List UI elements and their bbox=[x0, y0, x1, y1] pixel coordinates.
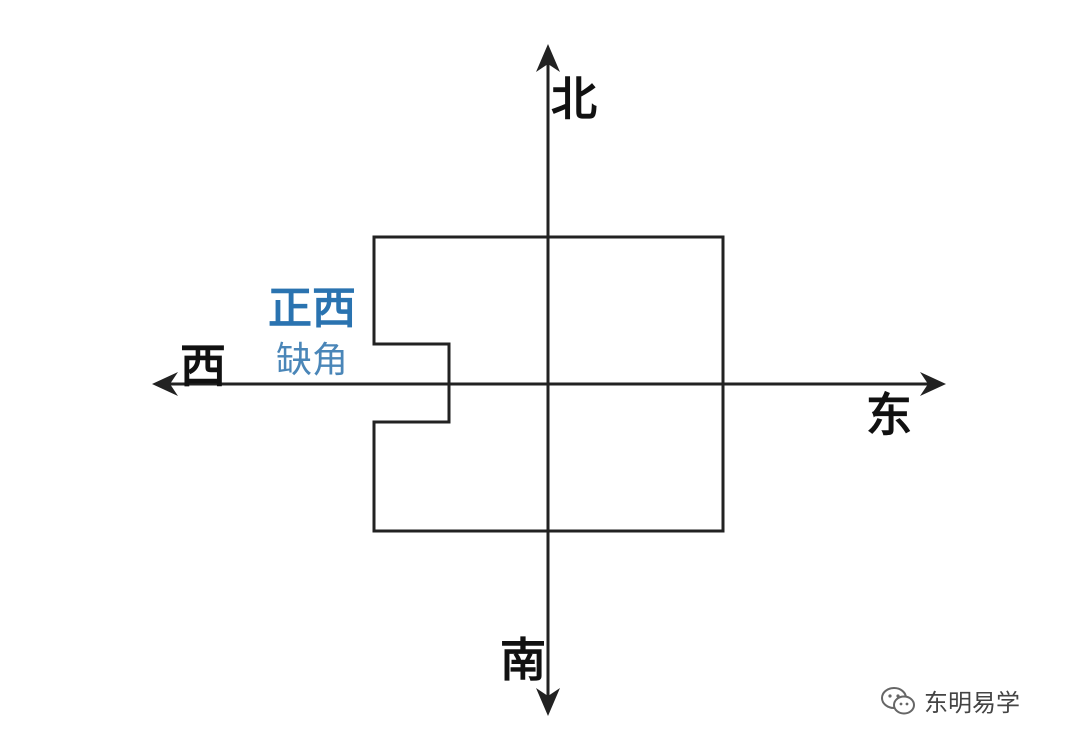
wechat-icon bbox=[881, 686, 915, 714]
south-arrowhead bbox=[536, 688, 560, 716]
missing-corner-subtitle: 缺角 bbox=[276, 340, 349, 381]
missing-corner-title: 正西 bbox=[268, 283, 356, 334]
north-arrowhead bbox=[536, 44, 560, 72]
house-outline bbox=[372, 235, 725, 533]
west-arrowhead bbox=[152, 372, 178, 396]
east-arrowhead bbox=[920, 372, 946, 396]
watermark: 东明易学 bbox=[880, 683, 1020, 718]
west-label: 西 bbox=[180, 339, 226, 393]
east-label: 东 bbox=[866, 388, 912, 442]
watermark-text: 东明易学 bbox=[924, 689, 1020, 717]
north-label: 北 bbox=[551, 72, 597, 126]
south-label: 南 bbox=[500, 633, 546, 687]
